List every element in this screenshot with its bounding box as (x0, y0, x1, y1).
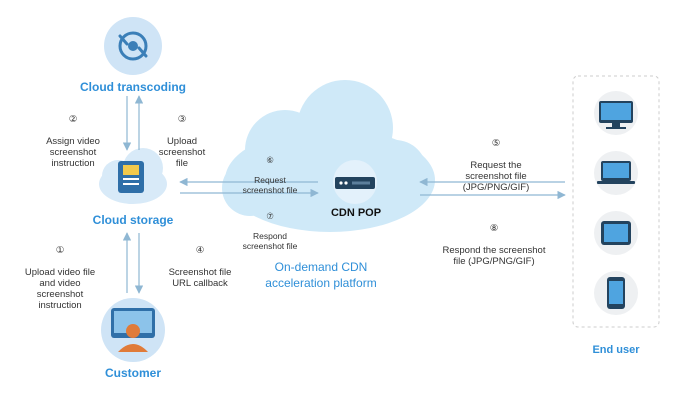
customer-icon (101, 298, 165, 362)
phone-icon (594, 271, 638, 315)
cloud-transcoding-title: Cloud transcoding (80, 80, 186, 94)
step-3-label: ③ Upload screenshot file (146, 103, 218, 180)
step-7-text: Respond screenshot file (242, 231, 298, 251)
step-3-text: Upload screenshot file (158, 136, 206, 169)
platform-title: On-demand CDN acceleration platform (265, 260, 377, 290)
step-2-label: ② Assign video screenshot instruction (28, 103, 118, 180)
step-6-text: Request screenshot file (242, 175, 298, 195)
step-2-text: Assign video screenshot instruction (46, 136, 100, 169)
cloud-storage-icon (99, 148, 167, 204)
tablet-icon (594, 211, 638, 255)
step-6-label: ⑥ Request screenshot file (222, 145, 318, 205)
step-4-label: ④ Screenshot file URL callback (150, 234, 250, 300)
step-6-number: ⑥ (266, 155, 274, 165)
step-3-number: ③ (177, 114, 187, 125)
end-user-panel (572, 75, 660, 328)
step-4-text: Screenshot file URL callback (168, 267, 232, 289)
customer-title: Customer (104, 366, 161, 380)
step-7-label: ⑦ Respond screenshot file (222, 201, 318, 261)
step-5-number: ⑤ (491, 138, 501, 149)
step-1-number: ① (55, 245, 65, 256)
step-2-number: ② (68, 114, 78, 125)
step-1-label: ① Upload video file and video screenshot… (8, 234, 112, 322)
laptop-icon (594, 151, 638, 195)
step-4-number: ④ (195, 245, 205, 256)
cdn-pop-title: CDN POP (330, 207, 382, 219)
cloud-storage-title: Cloud storage (92, 213, 174, 227)
monitor-icon (594, 91, 638, 135)
step-7-number: ⑦ (266, 211, 274, 221)
server-icon (333, 160, 377, 204)
end-user-title: End user (592, 344, 640, 356)
cloud-transcoding-icon (104, 17, 162, 75)
cdn-cloud-shape (222, 80, 435, 232)
step-8-text: Respond the screenshot file (JPG/PNG/GIF… (442, 245, 546, 267)
step-5-label: ⑤ Request the screenshot file (JPG/PNG/G… (440, 127, 552, 204)
step-8-number: ⑧ (489, 223, 499, 234)
step-5-text: Request the screenshot file (JPG/PNG/GIF… (462, 160, 530, 193)
step-8-label: ⑧ Respond the screenshot file (JPG/PNG/G… (424, 212, 564, 278)
step-1-text: Upload video file and video screenshot i… (24, 267, 96, 311)
